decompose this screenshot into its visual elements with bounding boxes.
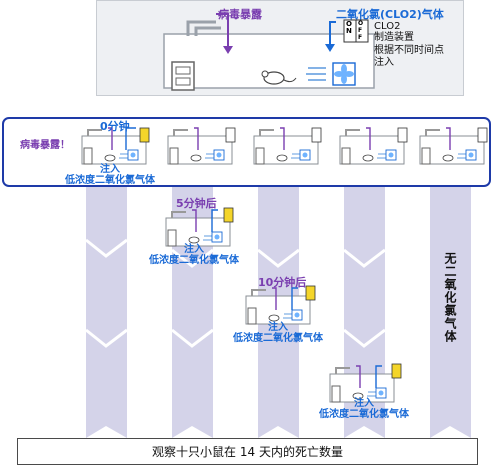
low-conc-text: 低浓度二氧化氯气体 xyxy=(233,333,323,344)
timing-note: 根据不同时间点 注入 xyxy=(374,45,444,69)
inject-text: 注入 xyxy=(354,398,374,409)
virus-exposure-label: 病毒暴露 xyxy=(218,8,262,21)
low-conc-text: 低浓度二氧化氯气体 xyxy=(149,255,239,266)
time-10-label: 10分钟后 xyxy=(258,276,307,289)
inject-text: 注入 xyxy=(100,164,120,175)
observation-result-bar: 观察十只小鼠在 14 天内的死亡数量 xyxy=(17,438,478,465)
device-label: CLO2 制造装置 xyxy=(374,21,414,43)
time-0-label: 0分钟 xyxy=(100,120,130,133)
low-conc-text: 低浓度二氧化氯气体 xyxy=(319,409,409,420)
control-label: 无二氧化氯气体 xyxy=(443,252,457,343)
inject-text: 注入 xyxy=(184,244,204,255)
stage-10-inject-label: 注入 低浓度二氧化氯气体 xyxy=(226,322,330,344)
switch-on-text: O N xyxy=(346,20,352,35)
observation-text: 观察十只小鼠在 14 天内的死亡数量 xyxy=(152,445,343,459)
switch-off-text: O F F xyxy=(358,20,364,41)
time-5-label: 5分钟后 xyxy=(176,197,217,210)
stage-15-inject-label: 注入 低浓度二氧化氯气体 xyxy=(312,398,416,420)
clo2-gas-label: 二氧化氯(CLO2)气体 xyxy=(336,8,444,21)
exposure-label: 病毒暴露！ xyxy=(20,140,70,151)
timing-note-line-1: 根据不同时间点 xyxy=(374,45,444,56)
exposure-inject-label: 注入 低浓度二氧化氯气体 xyxy=(60,164,160,186)
chevron-accents xyxy=(85,238,386,348)
device-line-2: 制造装置 xyxy=(374,32,414,43)
device-line-1: CLO2 xyxy=(374,21,401,32)
low-conc-text: 低浓度二氧化氯气体 xyxy=(65,175,155,186)
fan-icon xyxy=(332,62,356,86)
apparatus-detail-drawing xyxy=(163,13,375,91)
flow-arrow-5 xyxy=(430,186,471,438)
stage-5-inject-label: 注入 低浓度二氧化氯气体 xyxy=(142,244,246,266)
flow-arrow-2 xyxy=(172,186,213,438)
inject-text: 注入 xyxy=(268,322,288,333)
timing-note-line-2: 注入 xyxy=(374,57,394,68)
